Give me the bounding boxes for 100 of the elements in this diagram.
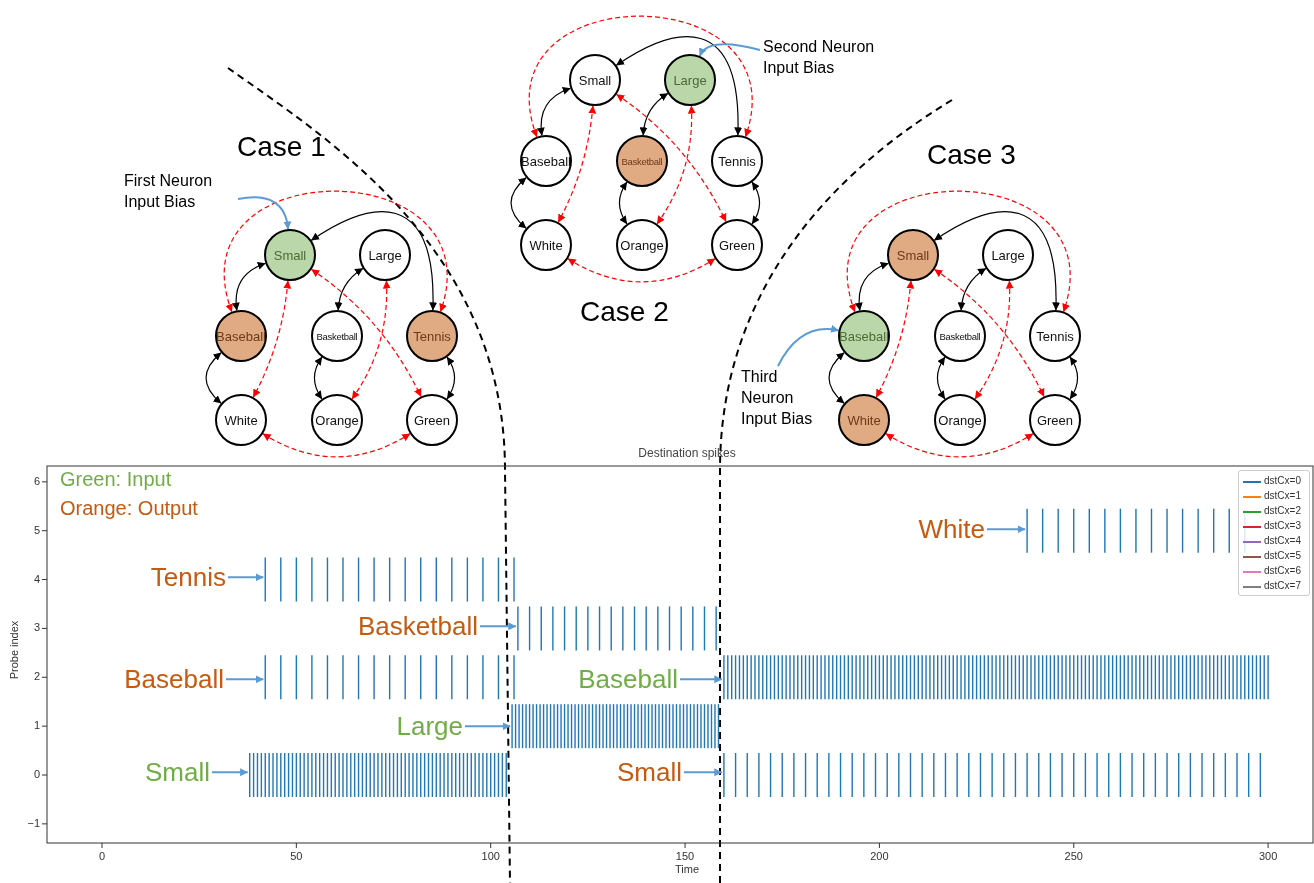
double-arrow: [567, 258, 716, 283]
leader-arrow: [986, 525, 1027, 534]
leader-arrow: [227, 573, 265, 582]
double-arrow: [846, 190, 1071, 313]
double-arrow: [232, 262, 266, 311]
case-title: Case 2: [580, 297, 669, 328]
double-arrow: [934, 268, 1045, 398]
tick-label: −1: [27, 816, 40, 829]
double-arrow: [957, 267, 987, 311]
spike-label: Large: [396, 712, 463, 741]
leader-arrow: [777, 325, 840, 367]
double-arrow: [334, 267, 364, 311]
double-arrow: [936, 356, 946, 400]
spike-label: White: [918, 515, 985, 544]
neuron-circle: Basketball: [934, 310, 986, 362]
spike-label: Small: [145, 758, 210, 787]
tick-label: 5: [33, 523, 40, 536]
axis-label: Probe index: [7, 620, 21, 680]
spike-train: [723, 654, 1269, 700]
legend-label: dstCx=5: [1264, 550, 1301, 561]
tick-label: 6: [33, 474, 40, 487]
neuron-circle: White: [215, 394, 267, 446]
double-arrow: [933, 211, 1060, 311]
neuron-circle: Small: [887, 229, 939, 281]
double-arrow: [974, 280, 1014, 400]
neuron-circle: Large: [359, 229, 411, 281]
spike-label: Small: [617, 758, 682, 787]
callout-text: Second Neuron Input Bias: [763, 37, 898, 79]
double-arrow: [875, 280, 915, 398]
neuron-circle: Tennis: [406, 310, 458, 362]
legend-label: dstCx=4: [1264, 535, 1301, 546]
neuron-circle: Baseball: [520, 135, 572, 187]
leader-arrow: [683, 768, 723, 777]
double-arrow: [252, 280, 292, 398]
tick-label: 0: [33, 768, 40, 781]
double-arrow: [656, 105, 696, 225]
double-arrow: [262, 433, 411, 458]
neuron-circle: Green: [1029, 394, 1081, 446]
double-arrow: [618, 181, 628, 225]
double-arrow: [537, 87, 571, 136]
neuron-circle: Basketball: [311, 310, 363, 362]
legend-label: dstCx=6: [1264, 565, 1301, 576]
tick-label: 4: [33, 572, 40, 585]
spike-train: [264, 654, 515, 700]
spike-train: [723, 752, 1262, 798]
double-arrow: [1069, 356, 1079, 400]
case-title: Case 3: [927, 140, 1016, 171]
neuron-circle: White: [838, 394, 890, 446]
double-arrow: [639, 92, 669, 136]
neuron-circle: Green: [711, 219, 763, 271]
neuron-circle: Orange: [616, 219, 668, 271]
double-arrow: [885, 433, 1034, 458]
neuron-circle: Large: [982, 229, 1034, 281]
neuron-circle: Basketball: [616, 135, 668, 187]
spike-label: Baseball: [124, 665, 224, 694]
case-title: Case 1: [237, 132, 326, 163]
neuron-circle: Green: [406, 394, 458, 446]
tick-label: 200: [870, 850, 889, 863]
double-arrow: [855, 262, 889, 311]
tick-label: 100: [481, 850, 500, 863]
double-arrow: [311, 268, 422, 398]
neuron-circle: Orange: [311, 394, 363, 446]
double-arrow: [510, 177, 527, 229]
neuron-circle: Large: [664, 54, 716, 106]
leader-arrow: [679, 675, 723, 684]
tick-label: 3: [33, 621, 40, 634]
tick-label: 2: [33, 670, 40, 683]
legend-label: dstCx=0: [1264, 475, 1301, 486]
double-arrow: [205, 352, 222, 404]
spike-train: [511, 703, 720, 749]
tick-label: 1: [33, 719, 40, 732]
legend-label: dstCx=3: [1264, 520, 1301, 531]
spike-train: [264, 556, 515, 603]
neuron-circle: Baseball: [838, 310, 890, 362]
double-arrow: [310, 211, 437, 311]
legend-label: dstCx=7: [1264, 580, 1301, 591]
leader-arrow: [698, 43, 761, 57]
legend-label: dstCx=1: [1264, 490, 1301, 501]
spike-train: [517, 605, 717, 652]
leader-arrow: [479, 622, 517, 631]
double-arrow: [313, 356, 323, 400]
chart-title: Destination spikes: [638, 447, 736, 461]
callout-text: Third Neuron Input Bias: [741, 367, 821, 430]
tick-label: 150: [675, 850, 695, 863]
axis-label: Time: [675, 863, 699, 876]
tick-label: 0: [98, 850, 106, 863]
double-arrow: [557, 105, 597, 223]
double-arrow: [828, 352, 845, 404]
double-arrow: [223, 190, 448, 313]
callout-text: First Neuron Input Bias: [124, 171, 244, 213]
double-arrow: [528, 15, 753, 138]
leader-arrow: [464, 722, 512, 731]
neuron-circle: Small: [264, 229, 316, 281]
double-arrow: [446, 356, 456, 400]
double-arrow: [351, 280, 391, 400]
neuron-circle: White: [520, 219, 572, 271]
neuron-circle: Tennis: [1029, 310, 1081, 362]
double-arrow: [751, 181, 761, 225]
legend-label: dstCx=2: [1264, 505, 1301, 516]
spike-label: Basketball: [358, 612, 478, 641]
